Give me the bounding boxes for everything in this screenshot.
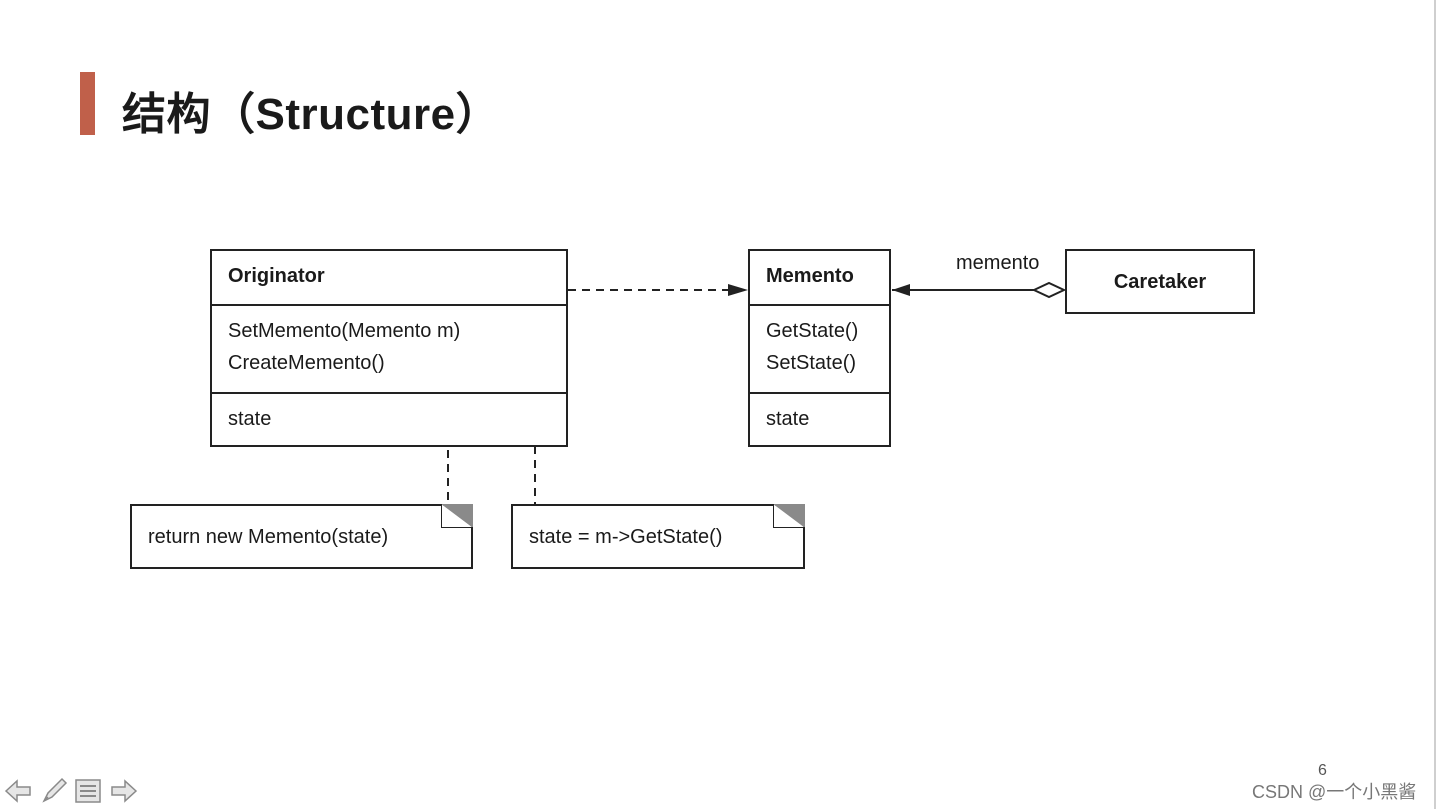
class-name: Memento xyxy=(766,265,854,287)
menu-icon[interactable] xyxy=(74,777,102,805)
note-fold-icon xyxy=(773,504,805,528)
class-originator: Originator SetMemento(Memento m) CreateM… xyxy=(210,249,568,447)
pen-icon[interactable] xyxy=(40,777,68,805)
operation: CreateMemento() xyxy=(228,352,385,374)
watermark: CSDN @一个小黑酱 xyxy=(1252,782,1417,802)
attribute: state xyxy=(228,408,272,430)
aggregation-diamond xyxy=(1031,281,1067,299)
note-fold-icon xyxy=(441,504,473,528)
attributes-section: state xyxy=(212,392,566,445)
title-accent-bar xyxy=(80,72,95,135)
note-text: return new Memento(state) xyxy=(148,526,389,548)
class-caretaker: Caretaker xyxy=(1065,249,1255,314)
slide-title: 结构（Structure） xyxy=(122,90,501,139)
dependency-arrowhead xyxy=(728,284,748,296)
operation: SetMemento(Memento m) xyxy=(228,320,461,342)
note-create-memento: return new Memento(state) xyxy=(130,504,473,569)
class-name: Caretaker xyxy=(1113,271,1207,293)
association-label: memento xyxy=(956,252,1040,274)
note-set-memento: state = m->GetState() xyxy=(511,504,805,569)
attributes-section: state xyxy=(750,392,889,445)
attribute: state xyxy=(766,408,810,430)
operations-section: GetState() SetState() xyxy=(750,304,889,392)
note-text: state = m->GetState() xyxy=(529,526,723,548)
next-arrow-icon[interactable] xyxy=(110,777,138,805)
class-memento: Memento GetState() SetState() state xyxy=(748,249,891,447)
window-edge xyxy=(1434,0,1436,809)
page-number: 6 xyxy=(1318,762,1327,779)
operations-section: SetMemento(Memento m) CreateMemento() xyxy=(212,304,566,392)
prev-arrow-icon[interactable] xyxy=(4,777,32,805)
operation: GetState() xyxy=(766,320,859,342)
association-arrowhead xyxy=(892,284,910,296)
class-name: Originator xyxy=(228,265,325,287)
operation: SetState() xyxy=(766,352,857,374)
